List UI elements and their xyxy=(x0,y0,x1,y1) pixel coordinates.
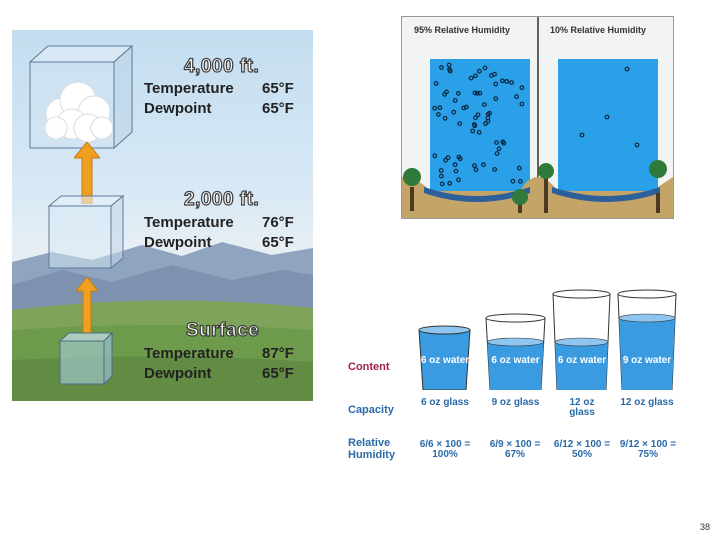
relative-humidity-panel: 95% Relative Humidity 10% Relative Humid… xyxy=(401,16,674,219)
air-parcel-4000ft xyxy=(26,44,138,152)
dewpoint-value: 65°F xyxy=(262,100,294,117)
content-cell: 6 oz water xyxy=(556,356,608,366)
row-label-content: Content xyxy=(348,361,390,373)
glass-icon xyxy=(553,290,610,390)
dewpoint-value: 65°F xyxy=(262,365,294,382)
temperature-value: 65°F xyxy=(262,80,294,97)
capacity-cell: 12 oz glass xyxy=(620,398,674,408)
glasses-illustration xyxy=(340,280,700,390)
content-cell: 6 oz water xyxy=(420,356,470,366)
temperature-label: Temperature xyxy=(144,80,234,97)
altitude-label-2000: 2,000 ft. xyxy=(184,189,259,211)
altitude-label-4000: 4,000 ft. xyxy=(184,56,259,78)
rh-cell: 6/6 × 100 = 100% xyxy=(414,440,476,460)
content-cell: 9 oz water xyxy=(620,356,674,366)
rh-cell: 6/9 × 100 = 67% xyxy=(483,440,547,460)
relative-humidity-glasses: Content Capacity Relative Humidity 6 oz … xyxy=(340,280,700,470)
row-label-capacity: Capacity xyxy=(348,404,394,416)
temperature-label: Temperature xyxy=(144,345,234,362)
arrow-up-icon xyxy=(76,277,98,333)
air-parcel-2000ft xyxy=(46,194,126,272)
row-label-relative-humidity: Relative Humidity xyxy=(348,437,408,461)
temperature-value: 87°F xyxy=(262,345,294,362)
rh-cell: 6/12 × 100 = 50% xyxy=(550,440,614,460)
capacity-cell: 6 oz glass xyxy=(420,398,470,408)
capacity-cell: 9 oz glass xyxy=(488,398,543,408)
altitude-label-surface: Surface xyxy=(186,320,259,342)
glass-icon xyxy=(486,314,545,390)
temperature-label: Temperature xyxy=(144,214,234,231)
page-number: 38 xyxy=(700,522,710,532)
capacity-cell: 12 oz glass xyxy=(556,398,608,418)
dewpoint-label: Dewpoint xyxy=(144,365,212,382)
humidity-illustration xyxy=(402,17,673,218)
air-parcel-diagram: 4,000 ft. Temperature 65°F Dewpoint 65°F… xyxy=(12,30,313,401)
dewpoint-value: 65°F xyxy=(262,234,294,251)
temperature-value: 76°F xyxy=(262,214,294,231)
air-parcel-surface xyxy=(58,332,114,386)
content-cell: 6 oz water xyxy=(488,356,543,366)
dewpoint-label: Dewpoint xyxy=(144,100,212,117)
dewpoint-label: Dewpoint xyxy=(144,234,212,251)
rh-cell: 9/12 × 100 = 75% xyxy=(616,440,680,460)
glass-icon xyxy=(618,290,676,390)
